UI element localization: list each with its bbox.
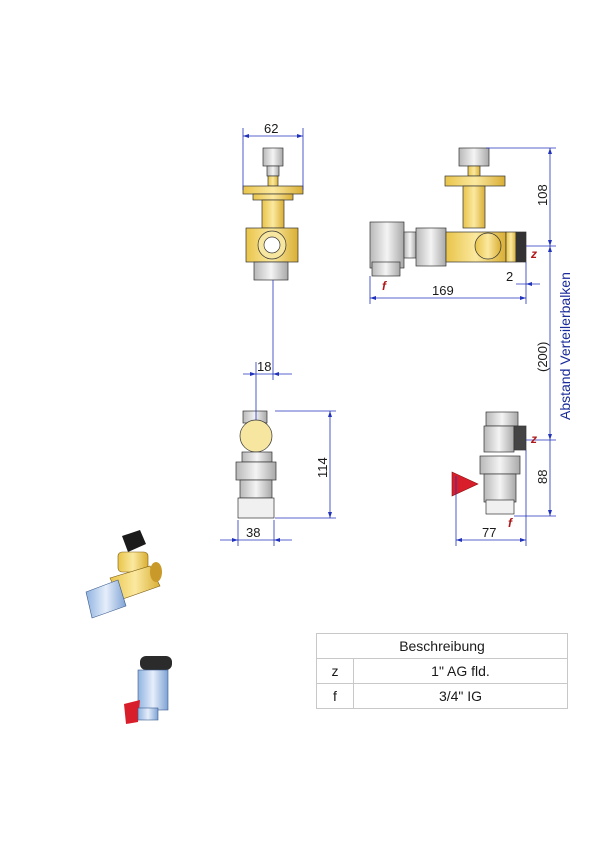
table-row: z 1" AG fld. [316, 658, 568, 684]
spacing-label: Abstand Verteilerbalken [557, 272, 573, 420]
marker-z-front: z [530, 247, 537, 261]
view-top-right [369, 147, 527, 277]
dim-front-offset: 2 [506, 269, 513, 284]
dim-side-height: 114 [315, 457, 330, 478]
dim-side-width: 38 [246, 525, 260, 540]
dim-top-width: 62 [264, 121, 278, 136]
row-value: 1" AG fld. [353, 658, 568, 684]
dim-right-width: 77 [482, 525, 496, 540]
marker-z-right: z [530, 432, 537, 446]
view-top-left [242, 147, 304, 281]
view-bottom-left [235, 410, 277, 519]
row-value: 3/4" IG [353, 683, 568, 709]
row-key: z [316, 658, 354, 684]
dim-stem-offset: 18 [257, 359, 271, 374]
iso-view-2 [124, 656, 172, 724]
dim-front-height: 108 [535, 184, 550, 206]
marker-f-front: f [382, 279, 387, 293]
description-table: Beschreibung z 1" AG fld. f 3/4" IG [316, 633, 568, 709]
dim-front-length: 169 [432, 283, 454, 298]
view-bottom-right [451, 411, 527, 515]
table-header: Beschreibung [316, 633, 568, 659]
table-row: f 3/4" IG [316, 683, 568, 709]
dim-spacing: (200) [535, 342, 550, 372]
marker-f-right: f [508, 516, 513, 530]
row-key: f [316, 683, 354, 709]
dimension-lines [220, 128, 556, 546]
iso-view-1 [85, 530, 162, 619]
dim-right-height: 88 [535, 470, 550, 484]
